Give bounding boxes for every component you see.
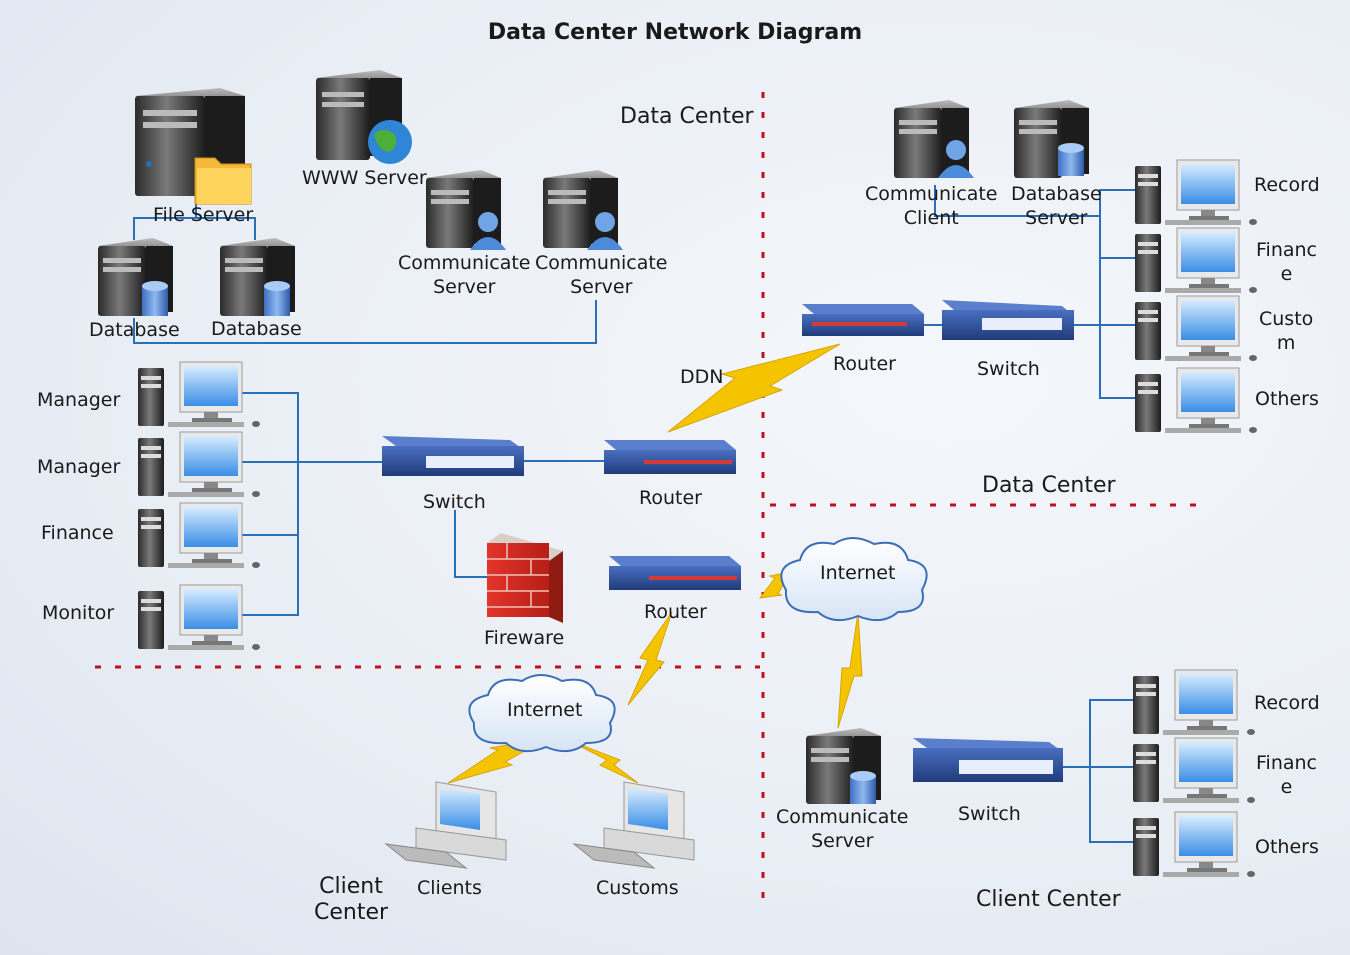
node-label: Record xyxy=(1254,692,1320,714)
node-label: Switch xyxy=(958,803,1021,825)
node-label: Clients xyxy=(417,877,482,899)
file-server-icon xyxy=(135,88,252,205)
node-label: Router xyxy=(639,487,702,509)
node-label: Communicate Server xyxy=(776,806,909,852)
workstation-icon xyxy=(138,502,260,568)
node-label: Manager xyxy=(37,456,121,478)
zone-dividers xyxy=(95,92,1210,910)
node-label: Others xyxy=(1255,388,1319,410)
node-label: Financ e xyxy=(1256,239,1317,285)
node-label: Custo m xyxy=(1259,308,1314,354)
workstation-icon xyxy=(138,431,260,497)
zone-label-client-center: Client Center xyxy=(976,887,1121,912)
node-label: Switch xyxy=(423,491,486,513)
node-label: DDN xyxy=(680,366,724,388)
workstation-icon xyxy=(138,361,260,427)
links xyxy=(133,185,1137,843)
internet-cloud-icon xyxy=(468,674,616,753)
node-label: Router xyxy=(644,601,707,623)
lightning-internet-server-icon xyxy=(837,611,863,729)
database-server-icon xyxy=(1014,100,1089,178)
node-label: Internet xyxy=(507,699,583,721)
node-label: Database xyxy=(211,318,302,340)
communicate-server-icon xyxy=(543,170,623,250)
client-computer-icon xyxy=(572,781,695,869)
zone-label-data-center: Data Center xyxy=(620,104,754,129)
node-label: Database Server xyxy=(1011,183,1102,229)
internet-cloud-icon xyxy=(780,537,928,622)
www-server-icon xyxy=(316,70,412,164)
lightning-internet-router-icon xyxy=(627,611,673,706)
database-server-icon xyxy=(98,238,173,316)
workstation-icon xyxy=(1135,227,1257,293)
client-computer-icon xyxy=(384,781,507,869)
workstation-icon xyxy=(1135,295,1257,361)
lightning-ddn-icon xyxy=(667,343,841,433)
diagram-title: Data Center Network Diagram xyxy=(487,20,863,45)
router-icon xyxy=(609,556,741,590)
node-label: Customs xyxy=(596,877,679,899)
node-label: Finance xyxy=(41,522,114,544)
node-label: Database xyxy=(89,319,180,341)
communicate-server-icon xyxy=(806,728,881,804)
zone-label-client-center: Client Center xyxy=(314,874,389,925)
node-label: Communicate Server xyxy=(535,252,668,298)
workstation-icon xyxy=(138,584,260,650)
node-label: Communicate Client xyxy=(865,183,998,229)
zone-label-data-center: Data Center xyxy=(982,473,1116,498)
node-label: Switch xyxy=(977,358,1040,380)
node-label: Internet xyxy=(820,562,896,584)
node-label: Fireware xyxy=(484,627,565,649)
node-label: Communicate Server xyxy=(398,252,531,298)
node-label: Financ e xyxy=(1256,752,1317,798)
switch-icon xyxy=(913,738,1063,782)
node-label: Manager xyxy=(37,389,121,411)
database-server-icon xyxy=(220,238,295,316)
workstations xyxy=(138,159,1257,877)
router-icon xyxy=(802,304,924,336)
node-label: Monitor xyxy=(42,602,115,624)
node-label: File Server xyxy=(153,204,254,226)
node-label: Others xyxy=(1255,836,1319,858)
switch-icon xyxy=(942,300,1074,340)
workstation-icon xyxy=(1133,737,1255,803)
workstation-icon xyxy=(1133,811,1255,877)
workstation-icon xyxy=(1135,159,1257,225)
node-label: WWW Server xyxy=(302,167,427,189)
workstation-icon xyxy=(1135,367,1257,433)
switch-icon xyxy=(382,436,524,476)
node-label: Router xyxy=(833,353,896,375)
communicate-client-icon xyxy=(894,100,974,178)
workstation-icon xyxy=(1133,669,1255,735)
communicate-server-icon xyxy=(426,170,506,250)
node-label: Record xyxy=(1254,174,1320,196)
firewall-icon xyxy=(487,533,563,623)
router-icon xyxy=(604,440,736,474)
